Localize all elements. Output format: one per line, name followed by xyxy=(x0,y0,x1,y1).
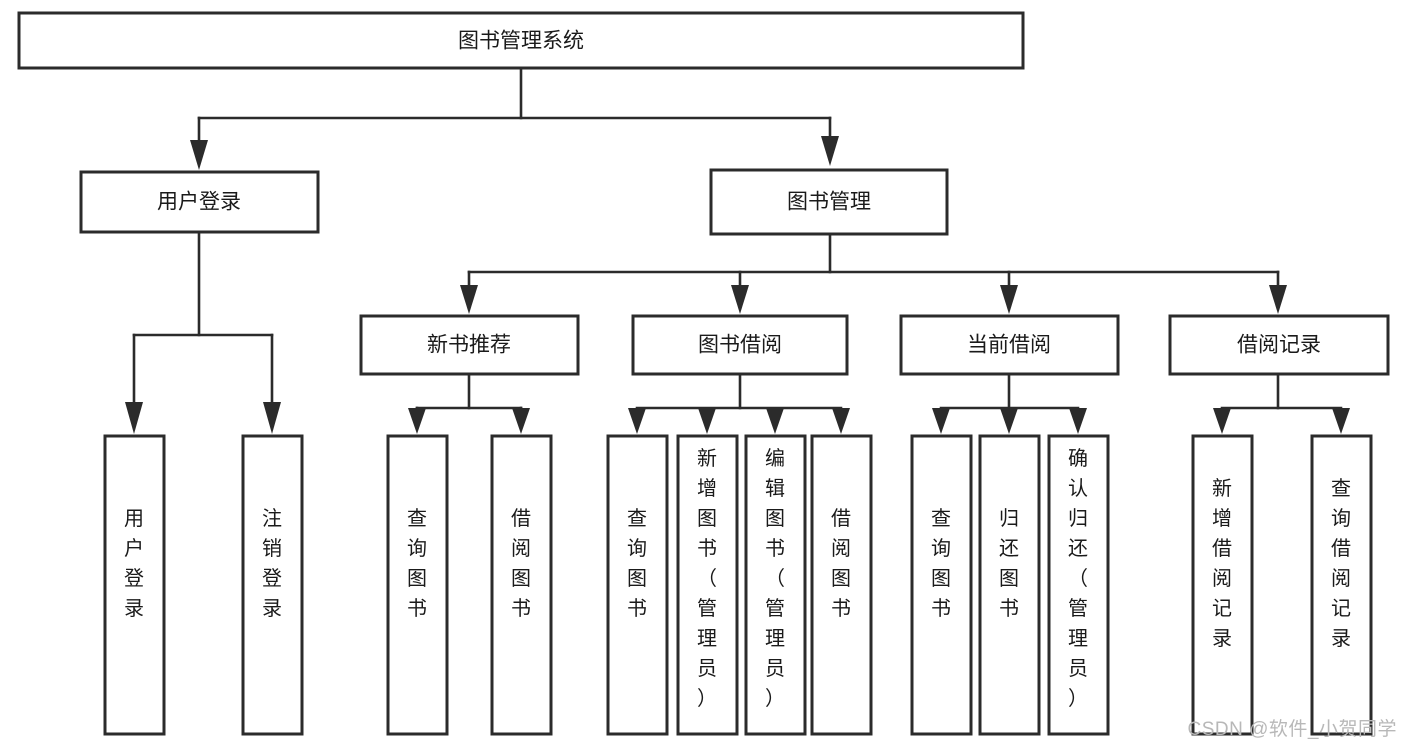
leaf-confirm-return-box[interactable] xyxy=(1047,434,1110,736)
leaf-return-book-label: 归还图书 xyxy=(999,507,1019,620)
leaf-query-book-3-label: 查询图书 xyxy=(931,507,951,620)
leaf-edit-book-label: 编辑图书（管理员） xyxy=(765,447,785,710)
arrow-head-leaf-query-book-1 xyxy=(408,408,426,434)
node-root-label: 图书管理系统 xyxy=(458,30,584,53)
arrow-head-leaf-confirm-return xyxy=(1069,408,1087,434)
arrow-head-leaf-return-book xyxy=(1000,408,1018,434)
leaf-query-book-1[interactable]: 查询图书 xyxy=(386,434,449,736)
leaf-query-record[interactable]: 查询借阅记录 xyxy=(1310,434,1373,736)
node-book-borrow[interactable]: 图书借阅 xyxy=(631,314,849,376)
leaf-query-book-3[interactable]: 查询图书 xyxy=(910,434,973,736)
leaf-query-book-2-box[interactable] xyxy=(606,434,669,736)
leaf-borrow-book-1[interactable]: 借阅图书 xyxy=(490,434,553,736)
node-current-borrow-label: 当前借阅 xyxy=(967,334,1051,357)
leaf-query-book-2[interactable]: 查询图书 xyxy=(606,434,669,736)
node-user-login-label: 用户登录 xyxy=(157,191,241,214)
arrow-head-leaf-borrow-book-2 xyxy=(832,408,850,434)
arrow-head-book-manage xyxy=(821,136,839,166)
node-book-borrow-label: 图书借阅 xyxy=(698,334,782,357)
arrow-head-current-borrow xyxy=(1000,285,1018,314)
arrow-head-leaf-user-logout xyxy=(263,402,281,434)
leaf-query-book-1-label: 查询图书 xyxy=(407,507,427,620)
leaf-borrow-book-2-box[interactable] xyxy=(810,434,873,736)
csdn-watermark: CSDN @软件_小贺同学 xyxy=(1187,719,1397,740)
node-book-borrow-box[interactable] xyxy=(631,314,849,376)
connector-layer xyxy=(125,66,1350,434)
leaf-borrow-book-2[interactable]: 借阅图书 xyxy=(810,434,873,736)
leaf-user-logout[interactable]: 注销登录 xyxy=(241,434,304,736)
node-book-manage[interactable]: 图书管理 xyxy=(709,168,949,236)
leaf-user-logout-box[interactable] xyxy=(241,434,304,736)
arrow-head-book-borrow xyxy=(731,285,749,314)
leaf-query-book-2-label: 查询图书 xyxy=(627,507,647,620)
node-borrow-record-box[interactable] xyxy=(1168,314,1390,376)
arrow-head-leaf-edit-book xyxy=(766,408,784,434)
arrow-head-leaf-add-book xyxy=(698,408,716,434)
leaf-query-book-1-box[interactable] xyxy=(386,434,449,736)
leaf-return-book-box[interactable] xyxy=(978,434,1041,736)
arrow-head-leaf-query-record xyxy=(1332,408,1350,434)
leaf-borrow-book-2-label: 借阅图书 xyxy=(831,507,851,620)
leaf-confirm-return-label: 确认归还（管理员） xyxy=(1068,447,1088,710)
node-root-box[interactable] xyxy=(17,11,1025,70)
node-root[interactable]: 图书管理系统 xyxy=(17,11,1025,70)
leaf-user-login-label: 用户登录 xyxy=(124,508,144,620)
leaf-user-logout-label: 注销登录 xyxy=(262,507,282,620)
node-borrow-record-label: 借阅记录 xyxy=(1237,334,1321,357)
leaf-user-login-box[interactable] xyxy=(103,434,166,736)
leaf-add-record-box[interactable] xyxy=(1191,434,1254,736)
node-new-book-rec[interactable]: 新书推荐 xyxy=(359,314,580,376)
leaf-add-record[interactable]: 新增借阅记录 xyxy=(1191,434,1254,736)
leaf-query-record-box[interactable] xyxy=(1310,434,1373,736)
leaf-user-login[interactable]: 用户登录 xyxy=(103,434,166,736)
node-current-borrow-box[interactable] xyxy=(899,314,1120,376)
leaf-add-book[interactable]: 新增图书（管理员） xyxy=(676,434,739,736)
arrow-head-leaf-add-record xyxy=(1213,408,1231,434)
node-book-manage-box[interactable] xyxy=(709,168,949,236)
leaf-borrow-book-1-box[interactable] xyxy=(490,434,553,736)
arrow-head-new-book-rec xyxy=(460,285,478,314)
node-new-book-rec-box[interactable] xyxy=(359,314,580,376)
arrow-head-leaf-query-book-2 xyxy=(628,408,646,434)
node-current-borrow[interactable]: 当前借阅 xyxy=(899,314,1120,376)
node-book-manage-label: 图书管理 xyxy=(787,191,871,214)
node-new-book-rec-label: 新书推荐 xyxy=(427,334,511,357)
leaf-add-book-box[interactable] xyxy=(676,434,739,736)
leaf-edit-book-box[interactable] xyxy=(744,434,807,736)
leaf-confirm-return[interactable]: 确认归还（管理员） xyxy=(1047,434,1110,736)
leaf-return-book[interactable]: 归还图书 xyxy=(978,434,1041,736)
leaf-add-record-label: 新增借阅记录 xyxy=(1212,477,1232,650)
arrow-head-leaf-query-book-3 xyxy=(932,408,950,434)
arrow-head-leaf-borrow-book-1 xyxy=(512,408,530,434)
leaf-borrow-book-1-label: 借阅图书 xyxy=(511,507,531,620)
leaf-query-record-label: 查询借阅记录 xyxy=(1331,477,1351,650)
node-borrow-record[interactable]: 借阅记录 xyxy=(1168,314,1390,376)
arrow-head-borrow-record xyxy=(1269,285,1287,314)
leaf-add-book-label: 新增图书（管理员） xyxy=(697,447,717,710)
node-user-login[interactable]: 用户登录 xyxy=(79,170,320,234)
arrow-head-leaf-user-login xyxy=(125,402,143,434)
leaf-query-book-3-box[interactable] xyxy=(910,434,973,736)
leaf-edit-book[interactable]: 编辑图书（管理员） xyxy=(744,434,807,736)
arrow-head-user-login xyxy=(190,140,208,170)
node-user-login-box[interactable] xyxy=(79,170,320,234)
